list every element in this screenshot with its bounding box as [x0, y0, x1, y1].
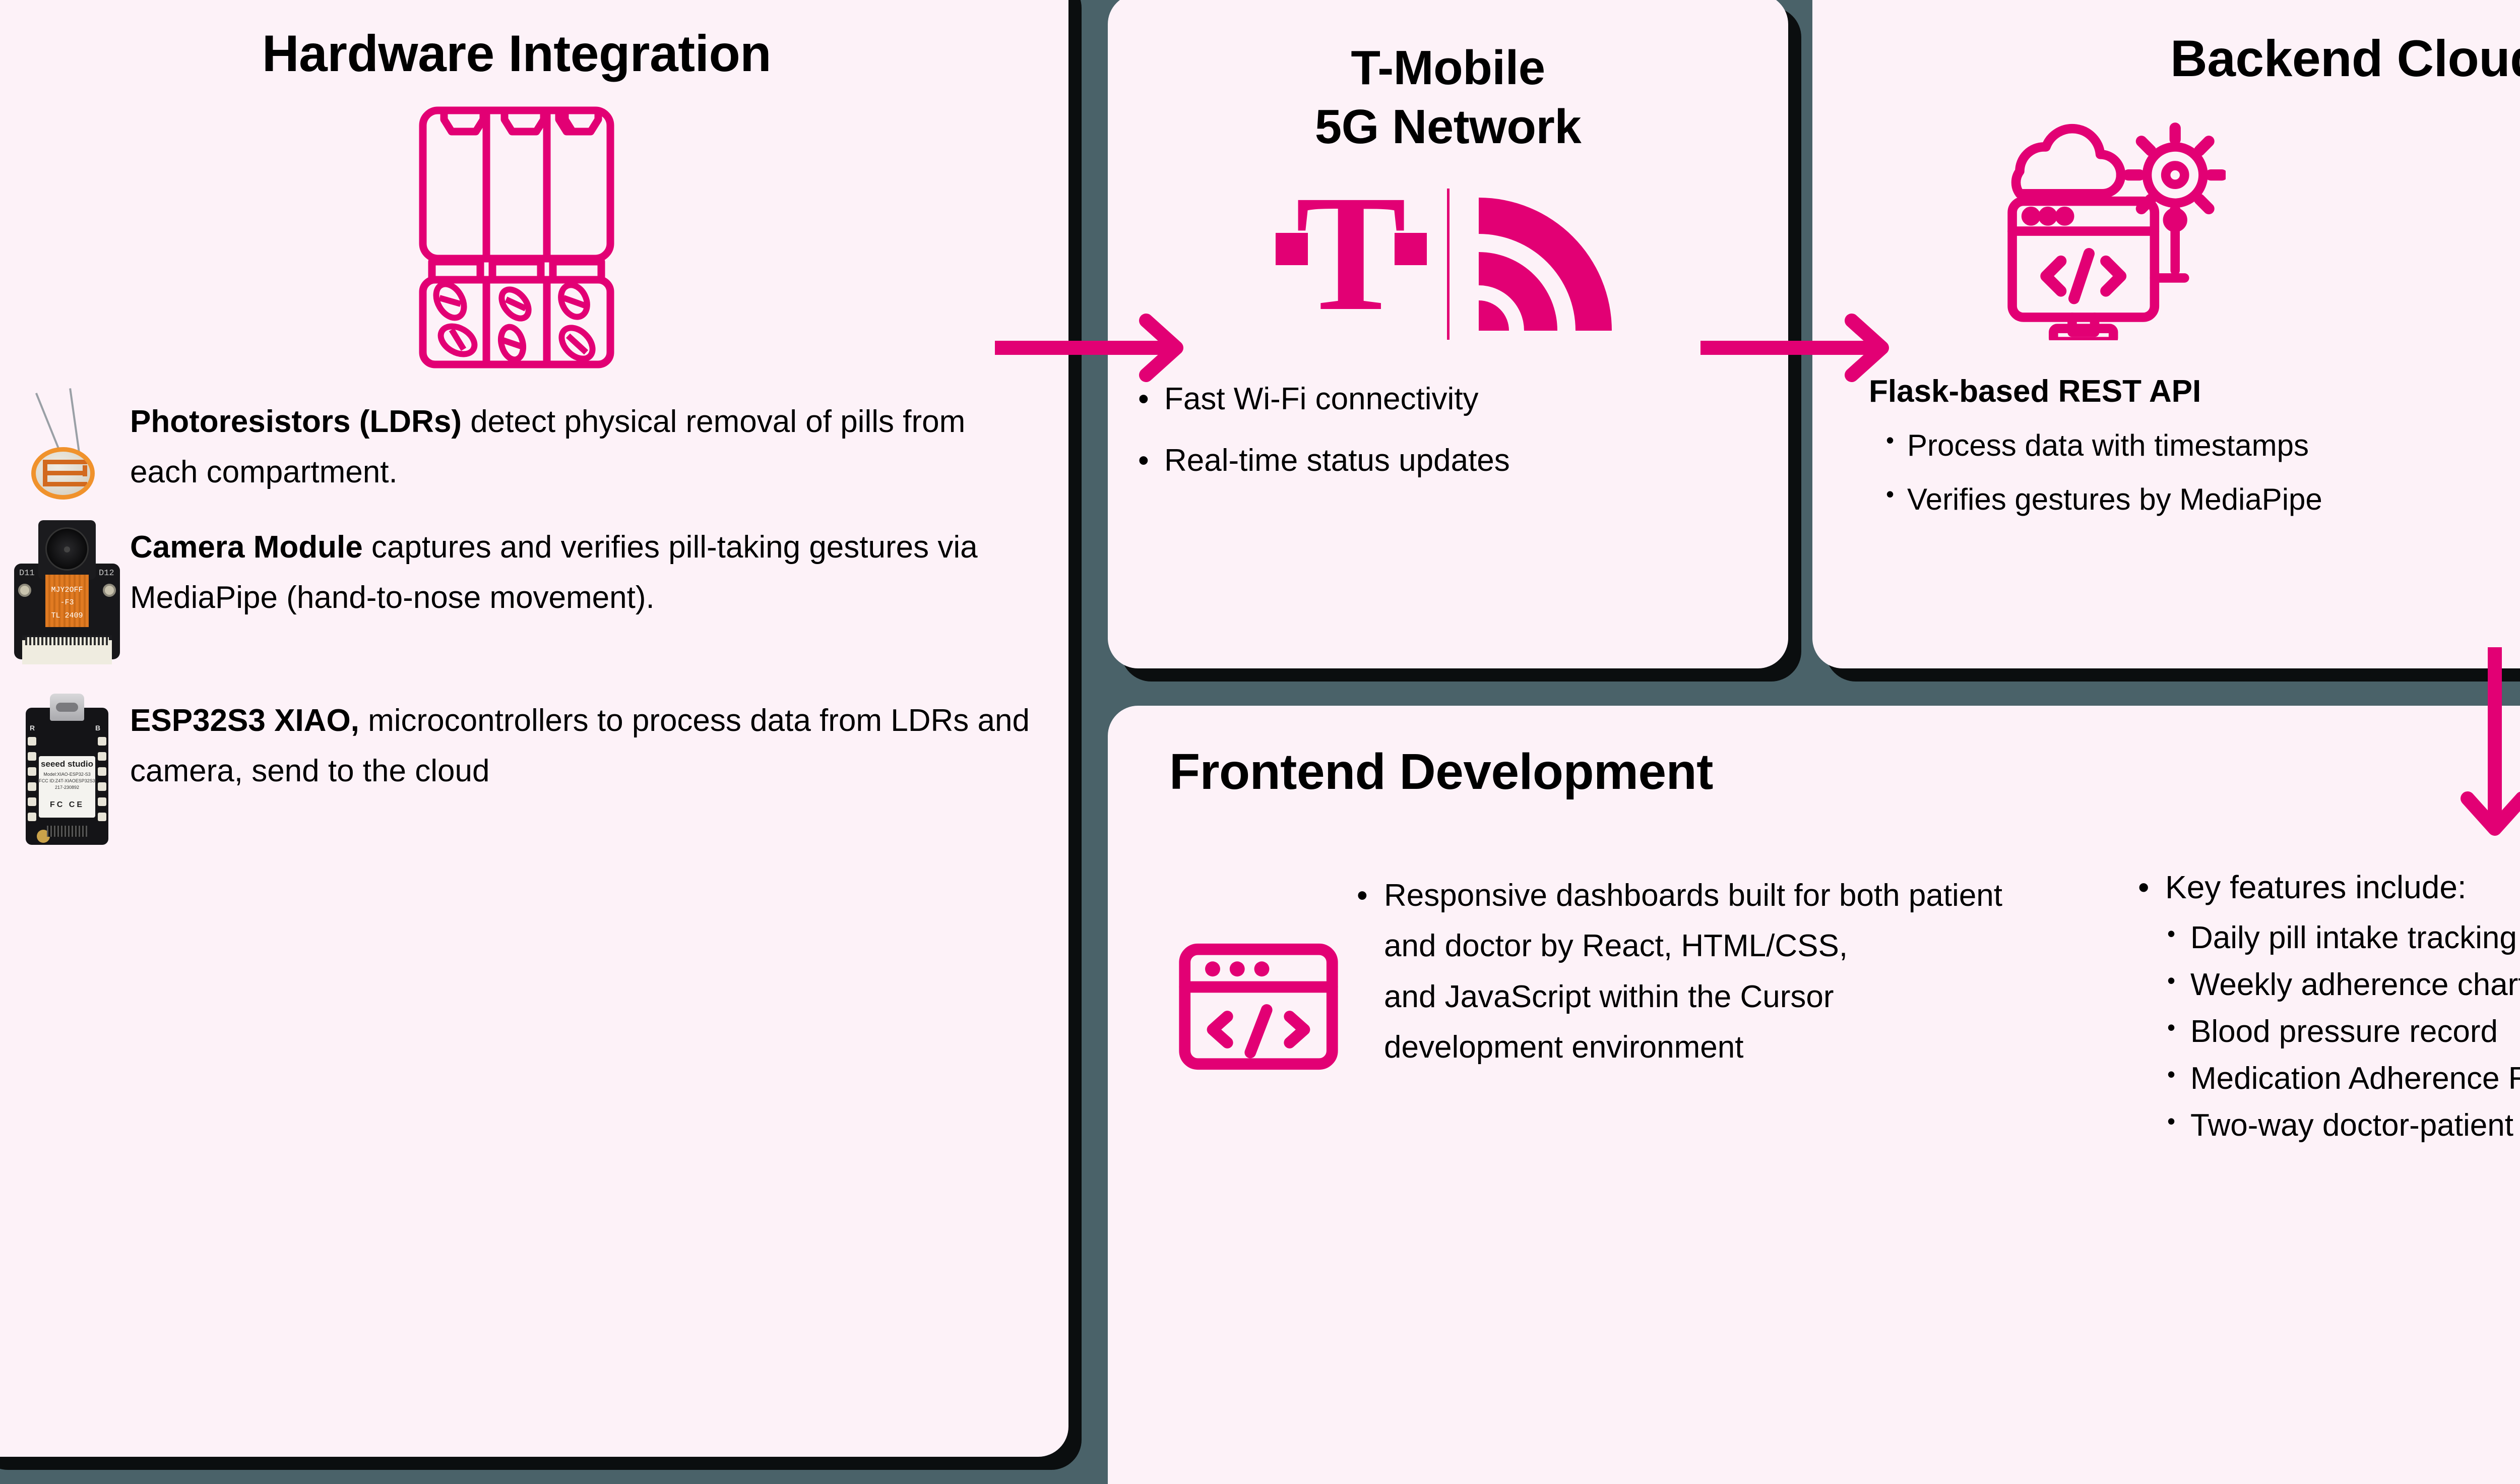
list-item: R B see	[4, 693, 1033, 854]
list-item-label: Medication Adherence Reminders	[2190, 1061, 2520, 1096]
list-item: • Medication Adherence Reminders	[2138, 1061, 2520, 1096]
list-item-bold: ESP32S3 XIAO,	[130, 703, 359, 738]
pill-organizer-icon	[0, 101, 1068, 374]
bullet-dot-icon: •	[1357, 878, 1368, 913]
frontend-paragraph: • Responsive dashboards built for both p…	[1357, 806, 2128, 1073]
logo-divider	[1446, 189, 1450, 340]
arrow-hardware-to-tmobile	[995, 314, 1183, 382]
bullet-dot-icon: •	[2167, 967, 2176, 994]
t-mobile-logo-and-signal-icon: T	[1108, 170, 1788, 340]
list-item-bold: Camera Module	[130, 529, 363, 565]
list-item-label: Blood pressure record	[2190, 1014, 2498, 1049]
tmobile-bullet-list: • Fast Wi-Fi connectivity • Real-time st…	[1138, 377, 1788, 483]
bullet-dot-icon: •	[2167, 1108, 2176, 1134]
signal-waves-icon	[1478, 198, 1612, 331]
paragraph-line-2: and doctor by React, HTML/CSS,	[1384, 929, 1848, 964]
bullet-dot-icon: •	[2167, 1061, 2176, 1087]
bullet-dot-icon: •	[1886, 426, 1895, 453]
photoresistor-ldr-photo	[4, 388, 130, 500]
list-item-rest: detect physical removal of pills from ea…	[130, 404, 966, 490]
hardware-component-list: Photoresistors (LDRs) detect physical re…	[0, 388, 1068, 854]
panel-hardware-integration: Hardware Integration	[0, 0, 1068, 1457]
paragraph-line-1: Responsive dashboards built for both pat…	[1384, 878, 2003, 913]
features-heading-label: Key features include:	[2165, 869, 2467, 905]
panel-title-hardware: Hardware Integration	[262, 25, 772, 82]
panel-backend-cloud-infrastructure: Backend Cloud Infrastructure	[1812, 0, 2520, 668]
panel-title-frontend: Frontend Development	[1169, 744, 1713, 800]
list-item-label: Weekly adherence charts	[2190, 967, 2520, 1002]
backend-column-flask: Flask-based REST API • Process data with…	[1869, 370, 2520, 532]
list-item-label: Fast Wi-Fi connectivity	[1164, 382, 1479, 417]
list-item-label: Two-way doctor-patient messaging	[2190, 1108, 2520, 1143]
list-item: Photoresistors (LDRs) detect physical re…	[4, 388, 1033, 500]
bullet-dot-icon: •	[2167, 920, 2176, 947]
list-item-label: Verifies gestures by MediaPipe	[1907, 482, 2322, 516]
arrow-backend-to-frontend	[2461, 647, 2520, 836]
list-item-label: Daily pill intake tracking calendars	[2190, 920, 2520, 955]
list-item-text: Camera Module captures and verifies pill…	[130, 520, 1033, 624]
list-item: • Two-way doctor-patient messaging	[2138, 1107, 2520, 1143]
bullet-dot-icon: •	[1138, 443, 1149, 478]
esp32s3-xiao-board-photo: R B see	[4, 693, 130, 854]
panel-tmobile-5g-network: T-Mobile 5G Network T • Fast Wi-Fi conne…	[1108, 0, 1788, 668]
list-item: • Fast Wi-Fi connectivity	[1138, 377, 1788, 421]
panel-title-tmobile-line1: T-Mobile	[1351, 41, 1545, 95]
features-heading: • Key features include:	[2138, 869, 2520, 906]
list-item-text: Photoresistors (LDRs) detect physical re…	[130, 395, 1033, 498]
list-item: • Blood pressure record	[2138, 1014, 2520, 1049]
list-item-bold: Photoresistors (LDRs)	[130, 404, 462, 439]
code-window-icon	[1160, 806, 1357, 1072]
panel-title-tmobile-line2: 5G Network	[1314, 100, 1582, 154]
frontend-key-features: • Key features include: • Daily pill int…	[2128, 806, 2520, 1154]
list-item: • Real-time status updates	[1138, 439, 1788, 483]
bullet-dot-icon: •	[2138, 869, 2150, 905]
bullet-dot-icon: •	[1886, 480, 1895, 507]
list-item-rest: microcontrollers to process data from LD…	[130, 703, 1030, 789]
cloud-code-gear-icon	[1964, 103, 2417, 347]
list-item-text: ESP32S3 XIAO, microcontrollers to proces…	[130, 694, 1033, 797]
bullet-dot-icon: •	[2167, 1014, 2176, 1040]
arrow-tmobile-to-backend	[1700, 314, 1889, 382]
paragraph-line-3: and JavaScript within the Cursor	[1384, 979, 1834, 1014]
panel-frontend-development: Frontend Development	[1108, 706, 2520, 1484]
panel-title-backend: Backend Cloud Infrastructure	[2170, 30, 2520, 87]
column-heading: Flask-based REST API	[1869, 374, 2201, 409]
list-item: • Verifies gestures by MediaPipe	[1869, 478, 2520, 521]
list-item-label: Real-time status updates	[1164, 443, 1510, 478]
list-item: • Process data with timestamps	[1869, 424, 2520, 467]
list-item: • Responsive dashboards built for both p…	[1357, 871, 2128, 1073]
list-item-label: Process data with timestamps	[1907, 428, 2309, 462]
list-item-rest: captures and verifies pill-taking gestur…	[130, 529, 978, 615]
bullet-dot-icon: •	[1138, 382, 1149, 417]
list-item: • Weekly adherence charts	[2138, 967, 2520, 1003]
panel-title-tmobile: T-Mobile 5G Network	[1108, 0, 1788, 156]
list-item: • Daily pill intake tracking calendars	[2138, 920, 2520, 956]
paragraph-line-4: development environment	[1384, 1030, 1744, 1065]
